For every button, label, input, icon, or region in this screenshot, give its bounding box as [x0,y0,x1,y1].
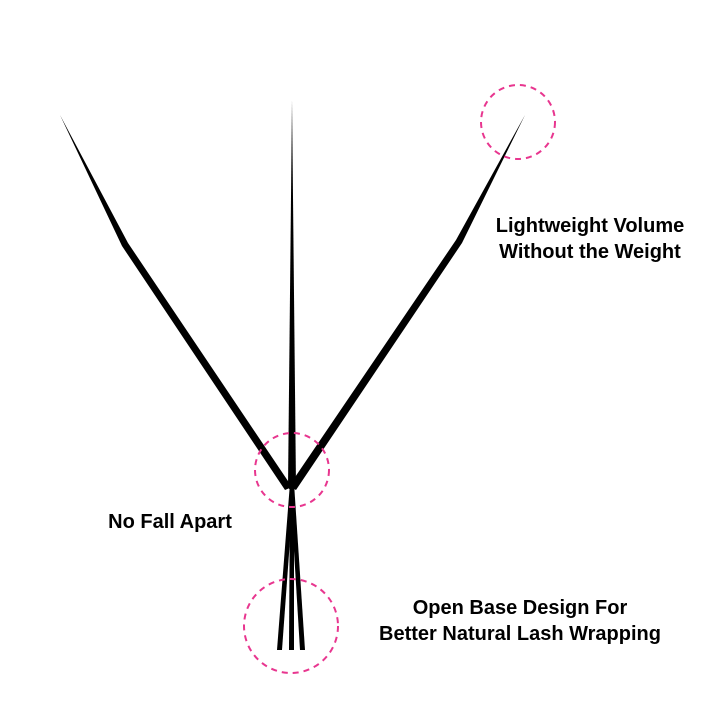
lightweight-volume-line1: Lightweight Volume [495,215,685,237]
open-base-design-line2: Better Natural Lash Wrapping [379,623,661,645]
lightweight-volume-label: Lightweight Volume Without the Weight [470,213,710,265]
joint-knot [288,482,296,490]
tip-highlight-circle [480,84,556,160]
base-stem-left [277,483,294,650]
no-fall-apart-label: No Fall Apart [90,509,250,535]
center-lash-strand [288,100,296,487]
base-stem-right [290,483,305,650]
open-base-design-label: Open Base Design For Better Natural Lash… [345,595,695,647]
right-lash-strand [289,115,525,490]
left-lash-strand [60,115,292,490]
base-highlight-circle [243,578,339,674]
joint-highlight-circle [254,432,330,508]
no-fall-apart-text: No Fall Apart [108,511,232,533]
open-base-design-line1: Open Base Design For [412,597,628,619]
lightweight-volume-line2: Without the Weight [499,241,681,263]
